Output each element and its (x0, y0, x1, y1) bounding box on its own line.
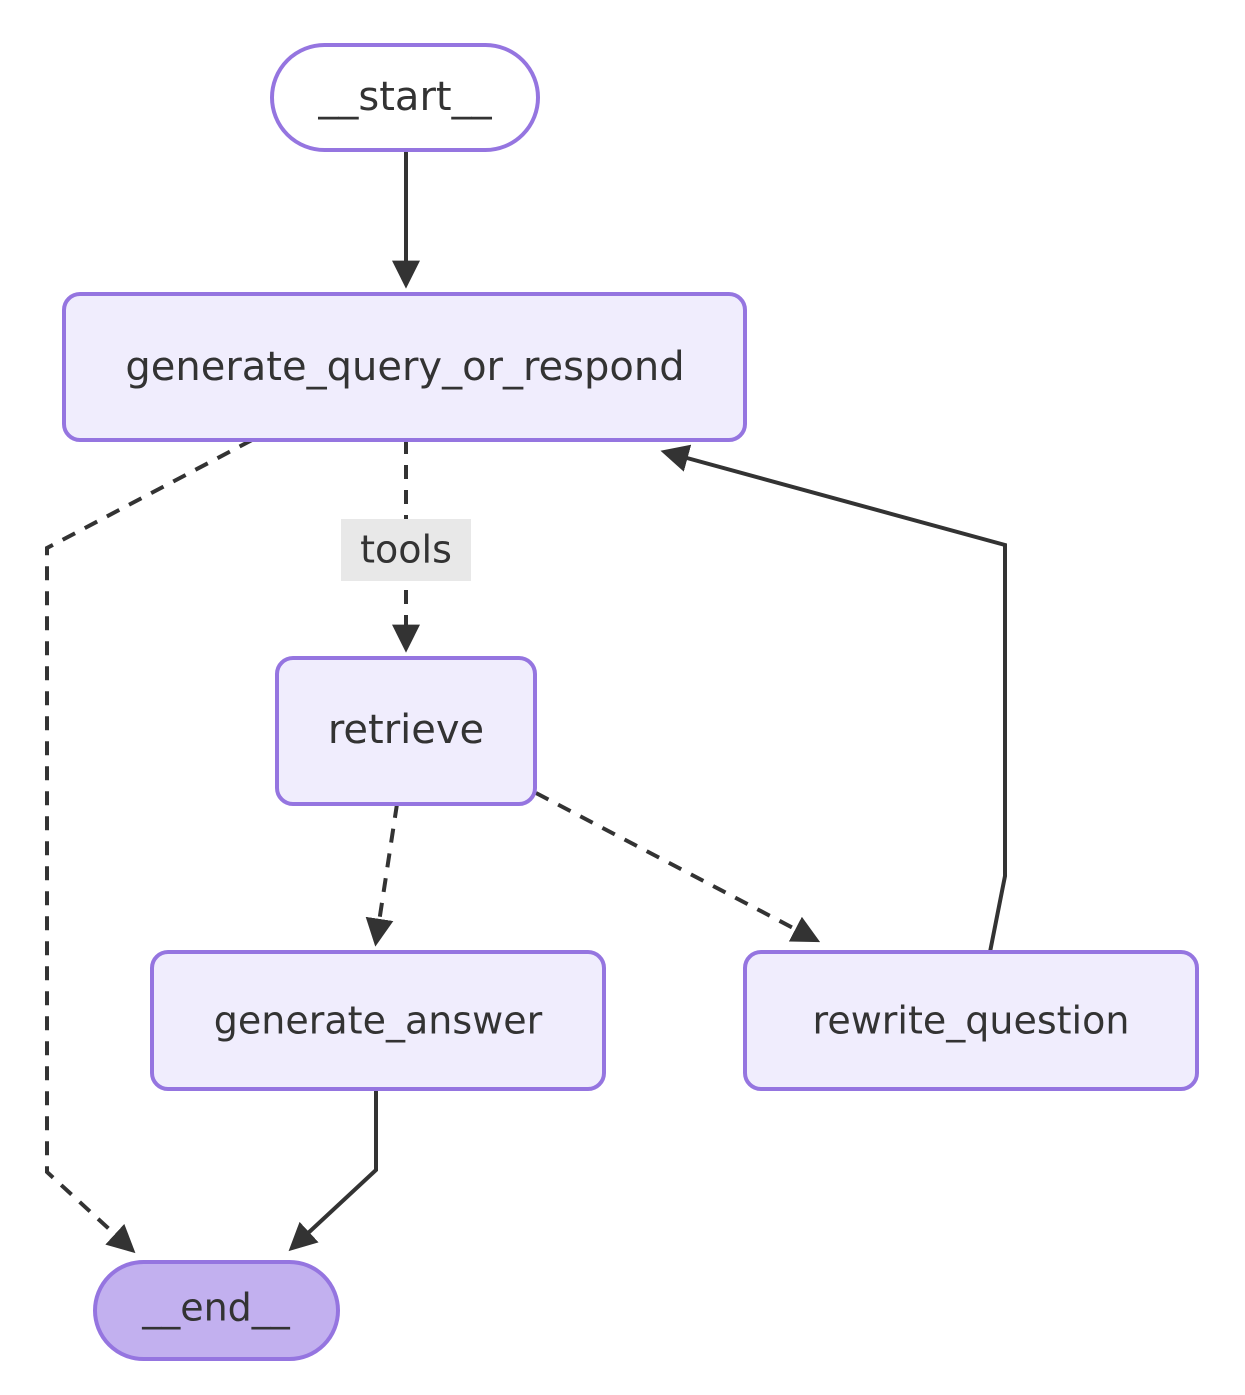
tools-edge-label-background (341, 519, 471, 581)
node-generate_answer-shape[interactable] (150, 950, 606, 1091)
node-end-label: __end__ (141, 1286, 291, 1330)
node-retrieve-label: retrieve (328, 707, 484, 753)
edge-labels-layer: tools (341, 519, 471, 581)
tools-edge-label: tools (360, 528, 452, 572)
node-end-shape[interactable] (93, 1260, 340, 1361)
node-start-label: __start__ (317, 74, 492, 120)
edge-generate_answer-to-end (288, 1089, 378, 1252)
node-rewrite_question[interactable]: rewrite_question (743, 950, 1199, 1091)
node-generate_query_or_respond[interactable]: generate_query_or_respond (62, 292, 747, 442)
edge-retrieve-to-generate_answer (365, 803, 399, 947)
node-generate_answer[interactable]: generate_answer (150, 950, 606, 1091)
node-start[interactable]: __start__ (270, 43, 540, 152)
edge-rewrite_question-to-generate_query_or_respond (660, 444, 1007, 953)
node-rewrite_question-label: rewrite_question (813, 999, 1130, 1043)
node-generate_answer-label: generate_answer (214, 999, 543, 1043)
node-start-shape[interactable] (270, 43, 540, 152)
node-rewrite_question-shape[interactable] (743, 950, 1199, 1091)
nodes-layer: __start__ generate_query_or_respond retr… (62, 43, 1199, 1361)
node-retrieve-shape[interactable] (275, 656, 537, 806)
node-retrieve[interactable]: retrieve (275, 656, 537, 806)
node-end[interactable]: __end__ (93, 1260, 340, 1361)
node-generate_query_or_respond-label: generate_query_or_respond (125, 344, 684, 390)
edge-retrieve-to-rewrite_question (535, 791, 821, 943)
edge-generate_query_or_respond-to-end (45, 438, 253, 1254)
node-generate_query_or_respond-shape[interactable] (62, 292, 747, 442)
